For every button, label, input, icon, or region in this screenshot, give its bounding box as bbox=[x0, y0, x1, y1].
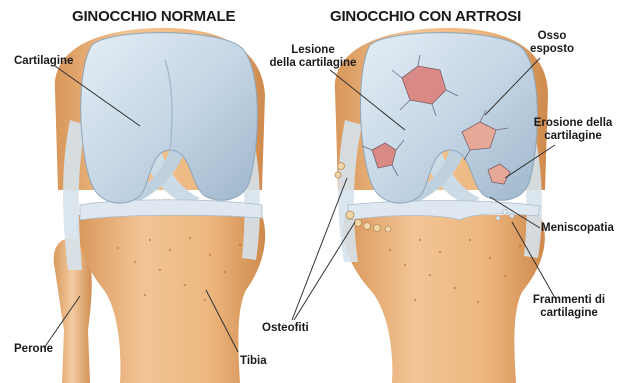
label-cartilage-lesion: Lesione della cartilagine bbox=[258, 44, 368, 70]
label-fibula: Perone bbox=[14, 343, 53, 356]
label-cartilage-fragments-line2: cartilagine bbox=[524, 307, 614, 320]
normal-tibia bbox=[77, 215, 265, 383]
label-cartilage-erosion: Erosione della cartilagine bbox=[528, 117, 618, 143]
label-exposed-bone-line2: esposto bbox=[522, 43, 582, 56]
label-osteophytes: Osteofiti bbox=[262, 322, 309, 335]
normal-knee bbox=[54, 28, 265, 383]
label-cartilage-lesion-line2: della cartilagine bbox=[258, 57, 368, 70]
arthritic-knee bbox=[335, 28, 548, 383]
label-meniscopathy: Meniscopatia bbox=[541, 222, 614, 235]
label-cartilage: Cartilagine bbox=[14, 55, 73, 68]
title-normal-knee: GINOCCHIO NORMALE bbox=[72, 8, 235, 25]
label-cartilage-erosion-line1: Erosione della bbox=[528, 117, 618, 130]
title-arthritic-knee: GINOCCHIO CON ARTROSI bbox=[330, 8, 521, 25]
label-tibia: Tibia bbox=[240, 355, 267, 368]
label-cartilage-fragments-line1: Frammenti di bbox=[524, 294, 614, 307]
label-exposed-bone: Osso esposto bbox=[522, 30, 582, 56]
label-cartilage-fragments: Frammenti di cartilagine bbox=[524, 294, 614, 320]
label-cartilage-erosion-line2: cartilagine bbox=[528, 130, 618, 143]
label-exposed-bone-line1: Osso bbox=[522, 30, 582, 43]
arthritic-tibia bbox=[343, 215, 545, 383]
label-cartilage-lesion-line1: Lesione bbox=[258, 44, 368, 57]
